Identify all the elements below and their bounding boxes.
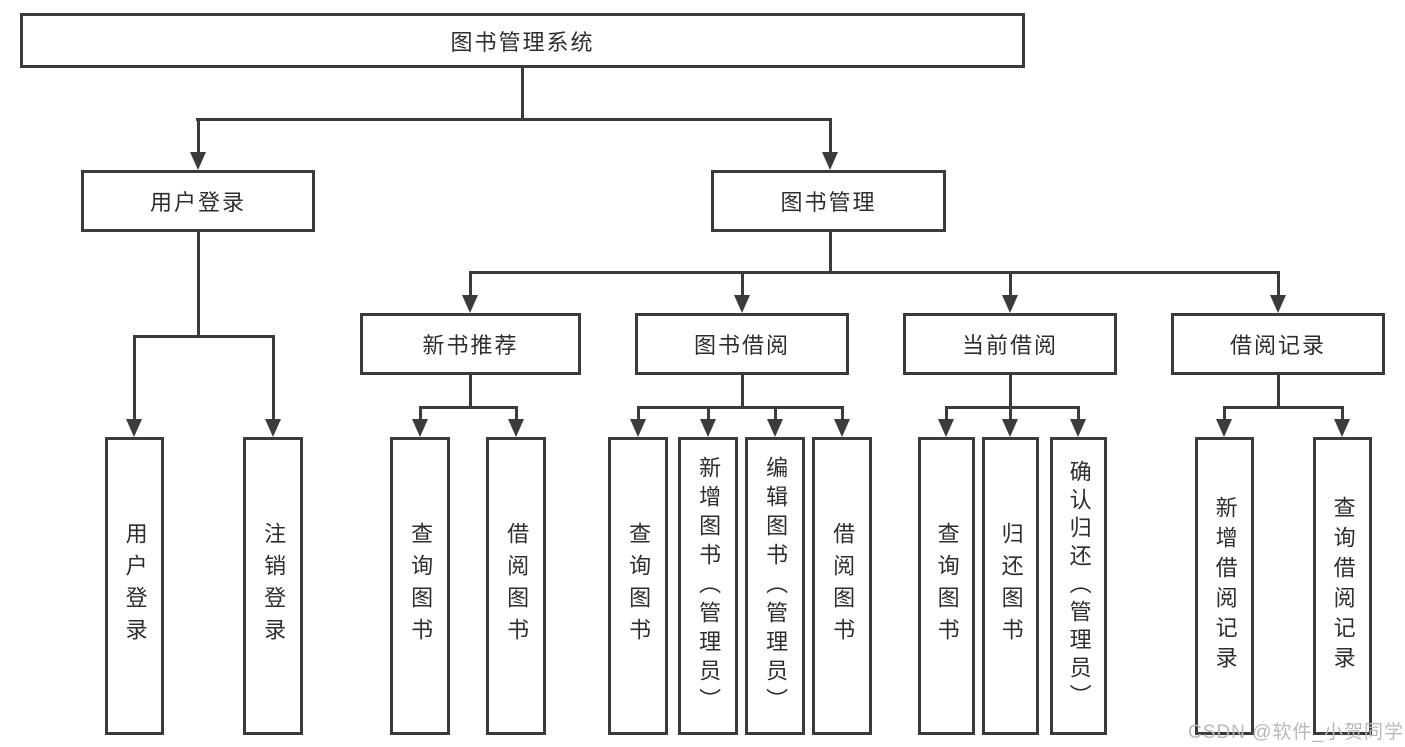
leaf-logout-label: 注销登录 xyxy=(261,522,287,650)
leaf-user-login-label: 用户登录 xyxy=(122,522,148,650)
connector-to-borrow-record xyxy=(1277,271,1280,297)
node-current-borrow-label: 当前借阅 xyxy=(961,333,1058,358)
arrow-to-query-record xyxy=(1334,419,1350,437)
arrow-to-new-book xyxy=(462,295,478,313)
arrow-to-book-borrow xyxy=(734,295,750,313)
leaf-confirm-return-label: 确认归还（管理员） xyxy=(1066,460,1092,712)
leaf-query-record-label: 查询借阅记录 xyxy=(1330,496,1356,676)
connector-to-book-mgmt xyxy=(829,118,832,156)
node-root: 图书管理系统 xyxy=(20,13,1025,68)
leaf-borrow-book-a-label: 借阅图书 xyxy=(504,522,530,650)
leaf-borrow-book-a: 借阅图书 xyxy=(486,437,546,735)
leaf-query-book-b-label: 查询图书 xyxy=(626,522,652,650)
connector-to-query-book-d1 xyxy=(945,406,948,423)
connector-to-query-record xyxy=(1341,406,1344,423)
connector-root-stem xyxy=(521,68,524,118)
connector-to-leaf-logout xyxy=(272,335,275,423)
leaf-user-login: 用户登录 xyxy=(105,437,164,735)
connector-current-borrow-bar xyxy=(945,406,1080,409)
connector-to-user-login xyxy=(197,118,200,156)
leaf-confirm-return: 确认归还（管理员） xyxy=(1050,437,1107,735)
connector-book-borrow-stem xyxy=(741,375,744,406)
leaf-query-book-c: 查询图书 xyxy=(918,437,975,735)
node-root-label: 图书管理系统 xyxy=(450,29,595,55)
node-new-book: 新书推荐 xyxy=(360,313,581,375)
leaf-query-book-a-label: 查询图书 xyxy=(408,522,434,650)
arrow-to-user-login xyxy=(190,152,206,170)
leaf-logout: 注销登录 xyxy=(243,437,303,735)
leaf-add-record-label: 新增借阅记录 xyxy=(1212,496,1238,676)
connector-new-book-bar xyxy=(419,406,518,409)
node-book-borrow: 图书借阅 xyxy=(635,313,849,375)
leaf-return-book: 归还图书 xyxy=(982,437,1039,735)
leaf-query-book-a: 查询图书 xyxy=(390,437,450,735)
leaf-query-record: 查询借阅记录 xyxy=(1313,437,1372,735)
connector-borrow-record-stem xyxy=(1277,375,1280,406)
connector-book-mgmt-bar xyxy=(469,271,1280,274)
connector-root-bar xyxy=(196,118,832,121)
connector-to-current-borrow xyxy=(1009,271,1012,297)
arrow-to-return-book xyxy=(1002,419,1018,437)
connector-to-book-borrow xyxy=(741,271,744,297)
arrow-to-confirm-return xyxy=(1070,419,1086,437)
connector-new-book-stem xyxy=(469,375,472,406)
arrow-to-leaf-user-login xyxy=(126,419,142,437)
connector-to-query-book-b1 xyxy=(419,406,422,423)
leaf-add-record: 新增借阅记录 xyxy=(1195,437,1254,735)
arrow-to-edit-book xyxy=(767,419,783,437)
node-user-login-label: 用户登录 xyxy=(149,190,246,215)
connector-to-add-book xyxy=(707,406,710,423)
arrow-to-borrow-book-c4 xyxy=(834,419,850,437)
connector-to-borrow-book-c4 xyxy=(841,406,844,423)
connector-user-login-stem xyxy=(197,232,200,335)
connector-to-query-book-c1 xyxy=(637,406,640,423)
connector-to-new-book xyxy=(469,271,472,297)
csdn-watermark: CSDN @软件_小贺同学 xyxy=(1188,722,1404,743)
leaf-add-book-label: 新增图书（管理员） xyxy=(696,455,722,717)
leaf-edit-book: 编辑图书（管理员） xyxy=(745,437,805,735)
leaf-query-book-b: 查询图书 xyxy=(608,437,668,735)
leaf-return-book-label: 归还图书 xyxy=(998,522,1024,650)
connector-to-return-book xyxy=(1009,406,1012,423)
node-borrow-record-label: 借阅记录 xyxy=(1229,333,1326,358)
node-user-login: 用户登录 xyxy=(81,170,315,232)
node-book-mgmt-label: 图书管理 xyxy=(780,190,877,215)
node-book-borrow-label: 图书借阅 xyxy=(693,333,790,358)
node-borrow-record: 借阅记录 xyxy=(1171,313,1385,375)
leaf-borrow-book-b-label: 借阅图书 xyxy=(830,522,856,650)
leaf-add-book: 新增图书（管理员） xyxy=(678,437,738,735)
arrow-to-book-mgmt xyxy=(822,152,838,170)
connector-to-borrow-book-b1 xyxy=(515,406,518,423)
connector-user-login-bar xyxy=(133,335,275,338)
connector-current-borrow-stem xyxy=(1009,375,1012,406)
connector-book-borrow-bar xyxy=(637,406,844,409)
node-new-book-label: 新书推荐 xyxy=(422,333,519,358)
connector-book-mgmt-stem xyxy=(829,232,832,271)
arrow-to-query-book-d1 xyxy=(938,419,954,437)
arrow-to-borrow-book-b1 xyxy=(508,419,524,437)
leaf-query-book-c-label: 查询图书 xyxy=(934,522,960,650)
arrow-to-current-borrow xyxy=(1002,295,1018,313)
connector-to-confirm-return xyxy=(1077,406,1080,423)
arrow-to-query-book-c1 xyxy=(630,419,646,437)
arrow-to-add-book xyxy=(700,419,716,437)
leaf-edit-book-label: 编辑图书（管理员） xyxy=(763,455,789,717)
connector-to-add-record xyxy=(1223,406,1226,423)
arrow-to-add-record xyxy=(1216,419,1232,437)
leaf-borrow-book-b: 借阅图书 xyxy=(812,437,872,735)
connector-to-leaf-user-login xyxy=(133,335,136,423)
arrow-to-query-book-b1 xyxy=(412,419,428,437)
node-book-mgmt: 图书管理 xyxy=(711,170,946,232)
arrow-to-borrow-record xyxy=(1270,295,1286,313)
connector-borrow-record-bar xyxy=(1223,406,1344,409)
connector-to-edit-book xyxy=(774,406,777,423)
arrow-to-leaf-logout xyxy=(265,419,281,437)
node-current-borrow: 当前借阅 xyxy=(903,313,1117,375)
